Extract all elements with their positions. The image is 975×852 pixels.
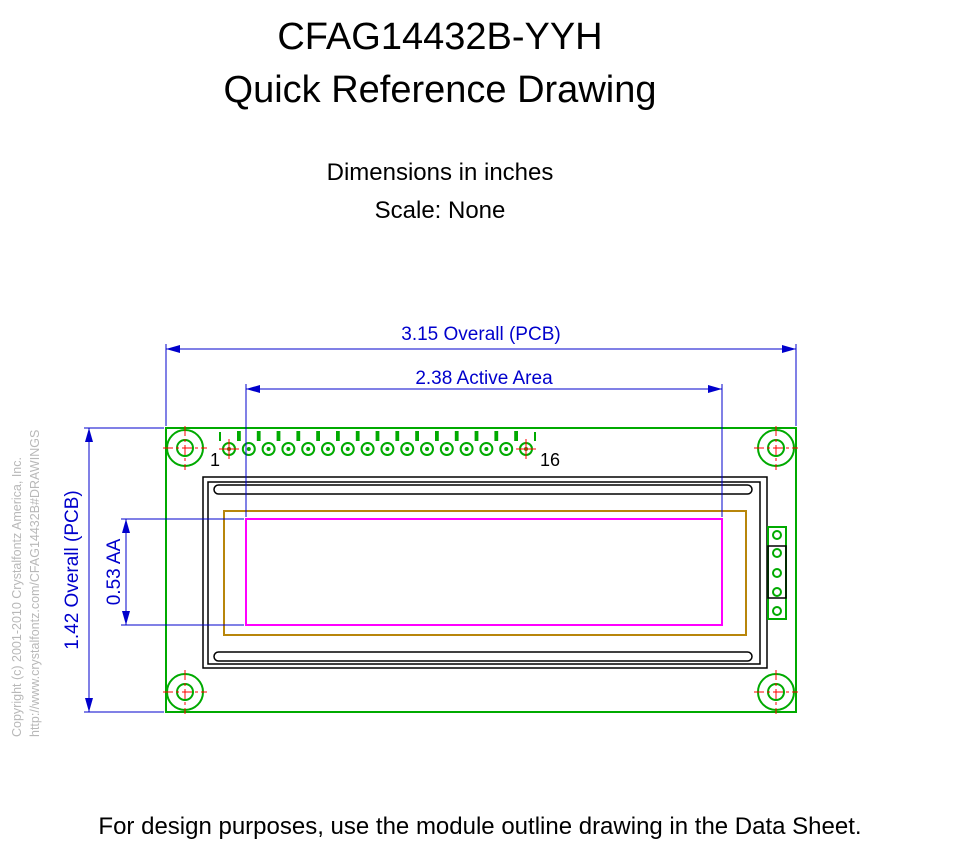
viewing-area bbox=[223, 510, 747, 636]
connector-pin-hole bbox=[484, 447, 489, 451]
connector-pin-hole bbox=[345, 447, 350, 451]
connector-pin-5 bbox=[301, 442, 316, 456]
connector-pin-hole bbox=[266, 447, 271, 451]
connector-pin-hole bbox=[365, 447, 370, 451]
connector-pin-2 bbox=[241, 442, 256, 456]
connector-pin-hole bbox=[306, 447, 311, 451]
dimension-active-area-height: 0.53 AA bbox=[104, 518, 244, 626]
active-area bbox=[245, 518, 723, 626]
connector-pin-hole bbox=[425, 447, 429, 451]
connector-outline bbox=[219, 431, 536, 441]
connector-pin-13 bbox=[459, 442, 474, 456]
connector-pin-hole bbox=[405, 447, 410, 451]
dimension-overall-width: 3.15 Overall (PCB) bbox=[165, 324, 797, 426]
mounting-hole-bottom-right bbox=[754, 670, 798, 714]
connector-pin-15 bbox=[499, 442, 514, 456]
connector-pin-hole bbox=[464, 447, 469, 451]
drawing-subtitle: Quick Reference Drawing bbox=[223, 69, 657, 111]
connector-pin-hole bbox=[504, 447, 509, 451]
connector-pin-hole bbox=[385, 447, 390, 451]
connector-pin-12 bbox=[439, 442, 454, 456]
overall-height-label: 1.42 Overall (PCB) bbox=[62, 490, 83, 649]
connector-pin-hole bbox=[326, 447, 330, 451]
backlight-connector bbox=[767, 526, 787, 620]
connector-pin-6 bbox=[321, 442, 335, 456]
scale-note: Scale: None bbox=[374, 197, 506, 224]
connector-pin-hole bbox=[286, 447, 291, 451]
drawing-title: CFAG14432B-YYH bbox=[277, 16, 603, 58]
connector-pin-10 bbox=[400, 442, 415, 456]
dimension-active-area-width: 2.38 Active Area bbox=[245, 368, 723, 517]
connector-pin-7 bbox=[340, 442, 355, 456]
mounting-hole-bottom-left bbox=[163, 670, 207, 714]
connector-pin-3 bbox=[261, 442, 276, 456]
design-note: For design purposes, use the module outl… bbox=[98, 813, 862, 840]
connector-pin-4 bbox=[281, 442, 296, 456]
connector-pin-14 bbox=[479, 442, 494, 456]
connector-pin-row bbox=[219, 431, 536, 459]
units-note: Dimensions in inches bbox=[326, 159, 554, 186]
connector-pin-11 bbox=[420, 442, 434, 456]
mounting-hole-top-left bbox=[163, 426, 207, 470]
lcd-bezel bbox=[202, 476, 768, 669]
connector-pin-8 bbox=[360, 442, 375, 456]
pin-16-label: 16 bbox=[540, 450, 560, 470]
mounting-hole-top-right bbox=[754, 426, 798, 470]
active-area-width-label: 2.38 Active Area bbox=[415, 368, 553, 389]
active-area-height-label: 0.53 AA bbox=[104, 538, 125, 605]
pin-1-label: 1 bbox=[210, 450, 220, 470]
pcb-outline bbox=[165, 427, 797, 713]
connector-pin-9 bbox=[380, 442, 395, 456]
overall-width-label: 3.15 Overall (PCB) bbox=[401, 324, 560, 345]
connector-pin-hole bbox=[444, 447, 449, 451]
dimension-overall-height: 1.42 Overall (PCB) bbox=[62, 427, 164, 713]
connector-pin-hole bbox=[246, 447, 251, 451]
